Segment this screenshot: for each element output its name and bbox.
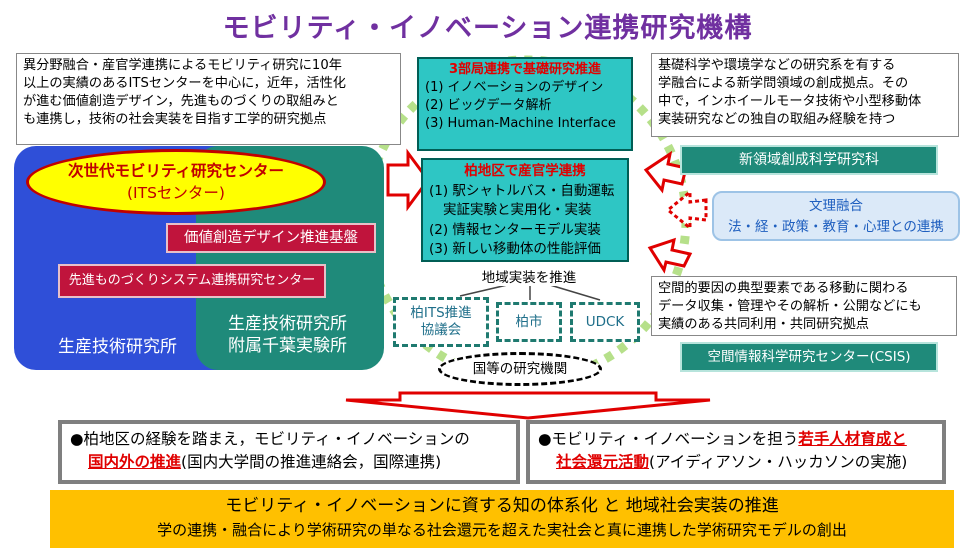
kashiwa-item: (1) 駅シャトルバス・自動運転 bbox=[429, 182, 615, 199]
note-line: 基礎科学や環境学などの研究系を有する bbox=[658, 58, 896, 73]
regional-box-line: 柏ITS推進 bbox=[410, 305, 472, 321]
chiba-label-line: 附属千葉実験所 bbox=[228, 336, 347, 356]
collab-item: (3) Human-Machine Interface bbox=[425, 116, 616, 131]
its-description-note: 異分野融合・産官学連携によるモビリティ研究に10年 以上の実績のあるITSセンタ… bbox=[16, 53, 401, 145]
national-institutes-ellipse: 国等の研究機関 bbox=[438, 352, 602, 386]
three-dept-collab-box: 3部局連携で基礎研究推進 (1) イノベーションのデザイン (2) ビッグデータ… bbox=[417, 57, 633, 151]
kashiwa-item: (3) 新しい移動体の性能評価 bbox=[429, 241, 601, 257]
monozukuri-center-label: 先進ものづくりシステム連携研究センター bbox=[58, 264, 326, 298]
arrow-csis-to-center bbox=[647, 237, 693, 274]
csis-description-note: 空間的要因の典型要素である移動に関わる データ収集・管理やその解析・公開などにも… bbox=[651, 276, 957, 336]
bunri-fusion-box: 文理融合 法・経・政策・教育・心理との連携 bbox=[712, 191, 960, 241]
note-line: 以上の実績のあるITSセンターを中心に，近年，活性化 bbox=[23, 76, 346, 91]
regional-box-line: 協議会 bbox=[420, 322, 462, 338]
bottom-right-highlight: 若手人材育成と bbox=[798, 430, 907, 448]
banner-subheading: 学の連携・融合により学術研究の単なる社会還元を超えた実社会と真に連携した学術研究… bbox=[157, 521, 847, 539]
note-line: 学融合による新学問領域の創成拠点。その bbox=[658, 76, 909, 91]
kashiwa-item: (2) 情報センターモデル実装 bbox=[429, 221, 601, 238]
collab-heading: 3部局連携で基礎研究推進 bbox=[448, 62, 602, 77]
arrow-down-to-outcomes bbox=[345, 391, 711, 420]
bottom-left-tail: (国内大学間の推進連絡会，国際連携) bbox=[181, 453, 442, 471]
bottom-right-highlight: 社会還元活動 bbox=[556, 453, 650, 471]
its-center-ellipse: 次世代モビリティ研究センター (ITSセンター) bbox=[26, 149, 326, 215]
note-line: 実装研究などの独自の取組み経験を持つ bbox=[658, 112, 896, 127]
kashiwa-heading: 柏地区で産官学連携 bbox=[464, 163, 586, 179]
collab-item: (2) ビッグデータ解析 bbox=[425, 98, 552, 113]
domestic-international-box: ●柏地区の経験を踏まえ，モビリティ・イノベーションの 国内外の推進(国内大学間の… bbox=[58, 420, 520, 484]
kashiwa-collab-box: 柏地区で産官学連携 (1) 駅シャトルバス・自動運転 実証実験と実用化・実装 (… bbox=[421, 158, 629, 262]
its-center-abbr: (ITSセンター) bbox=[127, 184, 225, 202]
its-center-name: 次世代モビリティ研究センター bbox=[67, 162, 285, 180]
bottom-left-highlight: 国内外の推進 bbox=[88, 453, 182, 471]
note-line: データ収集・管理やその解析・公開などにも bbox=[658, 299, 922, 314]
note-line: 中で，インホイールモータ技術や小型移動体 bbox=[658, 94, 922, 109]
arrow-frontier-to-center bbox=[643, 150, 688, 194]
collab-item: (1) イノベーションのデザイン bbox=[425, 80, 604, 95]
kashiwa-city-box: 柏市 bbox=[496, 302, 562, 342]
arrow-bunri-to-center bbox=[665, 188, 708, 232]
note-line: が進む価値創造デザイン，先進ものづくりの取組みと bbox=[23, 94, 339, 109]
note-line: 実績のある共同利用・共同研究拠点 bbox=[658, 317, 869, 332]
iis-label: 生産技術研究所 bbox=[58, 337, 177, 357]
regional-implementation-label: 地域実装を推進 bbox=[474, 266, 584, 286]
frontier-sciences-label: 新領域創成科学研究科 bbox=[680, 145, 938, 175]
value-design-label: 価値創造デザイン推進基盤 bbox=[166, 223, 376, 253]
kashiwa-its-council-box: 柏ITS推進 協議会 bbox=[393, 297, 489, 347]
chiba-label: 生産技術研究所 附属千葉実験所 bbox=[228, 313, 378, 357]
note-line: 空間的要因の典型要素である移動に関わる bbox=[658, 281, 909, 296]
regional-box-line: UDCK bbox=[585, 313, 625, 330]
chiba-label-line: 生産技術研究所 bbox=[228, 314, 347, 334]
csis-label: 空間情報科学研究センター(CSIS) bbox=[680, 342, 938, 372]
arrow-left-to-center bbox=[386, 148, 430, 212]
note-line: も連携し，技術の社会実装を目指す工学的研究拠点 bbox=[23, 112, 327, 127]
bottom-right-line: ●モビリティ・イノベーションを担う bbox=[538, 430, 799, 448]
bunri-title: 文理融合 bbox=[809, 198, 863, 214]
banner-heading: モビリティ・イノベーションに資する知の体系化 と 地域社会実装の推進 bbox=[225, 496, 779, 516]
kashiwa-item: 実証実験と実用化・実装 bbox=[443, 202, 592, 218]
regional-box-line: 柏市 bbox=[515, 313, 543, 330]
frontier-description-note: 基礎科学や環境学などの研究系を有する 学融合による新学問領域の創成拠点。その 中… bbox=[651, 53, 959, 137]
bunri-subtitle: 法・経・政策・教育・心理との連携 bbox=[728, 219, 944, 235]
note-line: 異分野融合・産官学連携によるモビリティ研究に10年 bbox=[23, 58, 342, 73]
young-talent-box: ●モビリティ・イノベーションを担う若手人材育成と 社会還元活動(アイディアソン・… bbox=[526, 420, 946, 484]
bottom-right-tail: (アイディアソン・ハッカソンの実施) bbox=[649, 453, 908, 471]
page-title: モビリティ・イノベーション連携研究機構 bbox=[222, 13, 753, 44]
conclusion-banner: モビリティ・イノベーションに資する知の体系化 と 地域社会実装の推進 学の連携・… bbox=[50, 490, 954, 548]
bottom-left-line: ●柏地区の経験を踏まえ，モビリティ・イノベーションの bbox=[70, 430, 470, 448]
udck-box: UDCK bbox=[570, 302, 640, 342]
